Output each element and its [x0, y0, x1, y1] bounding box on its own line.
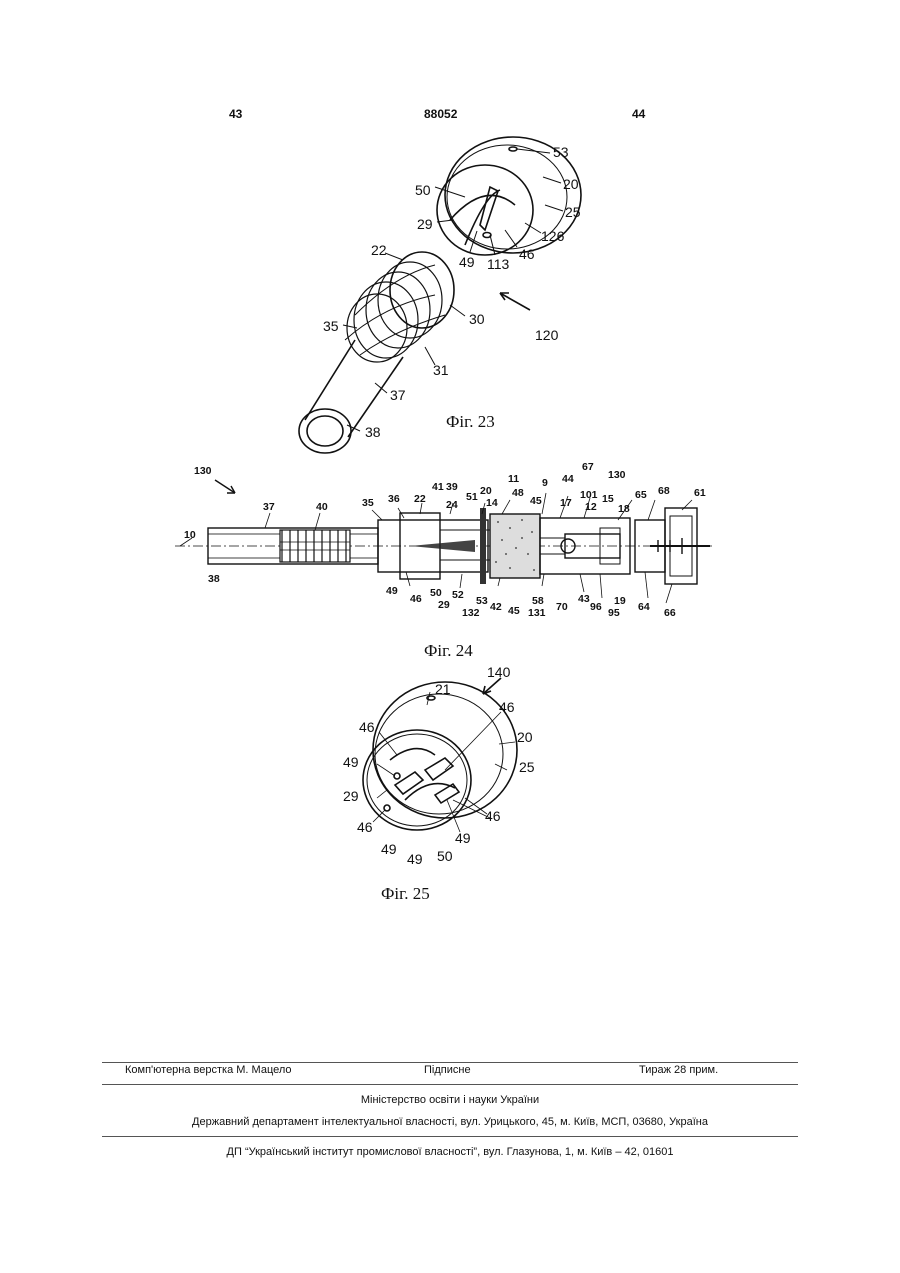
- fig24-label: 12: [585, 501, 597, 513]
- fig25-label: 29: [343, 788, 359, 804]
- fig24-label: 53: [476, 595, 488, 607]
- fig25-label: 21: [435, 681, 451, 697]
- fig23-label: 20: [563, 176, 579, 192]
- fig24-label: 38: [208, 573, 220, 585]
- fig24-label: 36: [388, 493, 400, 505]
- fig25-label: 49: [381, 841, 397, 857]
- fig24-label: 45: [530, 495, 542, 507]
- fig25-label: 46: [485, 808, 501, 824]
- fig24-label: 70: [556, 601, 568, 613]
- fig24-label: 9: [542, 477, 548, 489]
- fig23-label: 53: [553, 144, 569, 160]
- fig25-label: 46: [357, 819, 373, 835]
- figure-25-drawing: 140 21 46 46 20 49 25 29 46 46 49 49 49 …: [335, 660, 545, 880]
- fig23-label: 120: [535, 327, 559, 343]
- fig24-label: 130: [608, 469, 626, 481]
- fig24-label: 22: [414, 493, 426, 505]
- fig23-label: 50: [415, 182, 431, 198]
- fig25-label: 49: [455, 830, 471, 846]
- fig25-label: 46: [499, 699, 515, 715]
- fig24-label: 46: [410, 593, 422, 605]
- fig23-label: 22: [371, 242, 387, 258]
- fig24-label: 64: [638, 601, 650, 613]
- figure-23-drawing: 53 50 20 29 25 126 49 113 46 22 30 120 3…: [285, 125, 595, 455]
- figure-24-drawing: 130 10 37 40 35 36 22 41 39 51 20 14 24 …: [170, 458, 720, 628]
- fig24-label: 50: [430, 587, 442, 599]
- fig24-label: 37: [263, 501, 275, 513]
- fig24-label: 101: [580, 489, 598, 501]
- fig24-label: 24: [446, 499, 458, 511]
- fig25-label: 49: [343, 754, 359, 770]
- fig24-label: 39: [446, 481, 458, 493]
- fig24-label: 61: [694, 487, 706, 499]
- page-number-left: 43: [229, 107, 242, 121]
- fig25-label: 49: [407, 851, 423, 867]
- fig24-label: 49: [386, 585, 398, 597]
- fig23-label: 35: [323, 318, 339, 334]
- footer-typesetter: Комп'ютерна верстка М. Мацело: [125, 1064, 292, 1076]
- fig24-label: 58: [532, 595, 544, 607]
- fig24-label: 42: [490, 601, 502, 613]
- fig24-label: 130: [194, 465, 212, 477]
- fig23-label: 30: [469, 311, 485, 327]
- fig24-label: 18: [618, 503, 630, 515]
- fig24-label: 96: [590, 601, 602, 613]
- fig25-label: 140: [487, 664, 511, 680]
- footer-signed: Підписне: [424, 1064, 471, 1076]
- fig24-label: 35: [362, 497, 374, 509]
- fig24-label: 67: [582, 461, 594, 473]
- fig24-label: 10: [184, 529, 196, 541]
- fig23-label: 38: [365, 424, 381, 440]
- page-number-right: 44: [632, 107, 645, 121]
- fig24-label: 29: [438, 599, 450, 611]
- fig24-label: 19: [614, 595, 626, 607]
- footer-rule-middle: [102, 1084, 798, 1085]
- footer-institute: ДП “Український інститут промислової вла…: [102, 1146, 798, 1158]
- fig24-label: 15: [602, 493, 614, 505]
- fig23-label: 37: [390, 387, 406, 403]
- fig24-label: 40: [316, 501, 328, 513]
- fig23-label: 25: [565, 204, 581, 220]
- fig23-label: 126: [541, 228, 565, 244]
- fig24-label: 43: [578, 593, 590, 605]
- fig24-label: 45: [508, 605, 520, 617]
- fig25-label: 20: [517, 729, 533, 745]
- fig25-label: 25: [519, 759, 535, 775]
- fig24-label: 51: [466, 491, 478, 503]
- footer-rule-bottom: [102, 1136, 798, 1137]
- fig23-label: 29: [417, 216, 433, 232]
- fig23-label: 113: [487, 256, 510, 272]
- fig25-label: 46: [359, 719, 375, 735]
- fig24-label: 66: [664, 607, 676, 619]
- footer-rule-top: [102, 1062, 798, 1063]
- figure-24-caption: Фіг. 24: [424, 641, 473, 661]
- footer-ministry: Міністерство освіти і науки України: [102, 1094, 798, 1106]
- fig24-label: 48: [512, 487, 524, 499]
- footer-department: Державний департамент інтелектуальної вл…: [102, 1116, 798, 1128]
- fig23-label: 31: [433, 362, 449, 378]
- fig24-label: 41: [432, 481, 444, 493]
- fig25-label: 50: [437, 848, 453, 864]
- fig24-label: 95: [608, 607, 620, 619]
- fig24-label: 20: [480, 485, 492, 497]
- figure-25-caption: Фіг. 25: [381, 884, 430, 904]
- fig24-label: 131: [528, 607, 546, 619]
- figure-23-caption: Фіг. 23: [446, 412, 495, 432]
- fig24-label: 68: [658, 485, 670, 497]
- fig24-label: 44: [562, 473, 574, 485]
- fig23-label: 46: [519, 246, 535, 262]
- fig24-label: 132: [462, 607, 480, 619]
- fig24-label: 65: [635, 489, 647, 501]
- fig23-label: 49: [459, 254, 475, 270]
- patent-number: 88052: [424, 107, 457, 121]
- footer-circulation: Тираж 28 прим.: [639, 1064, 718, 1076]
- fig24-label: 52: [452, 589, 464, 601]
- fig24-label: 17: [560, 497, 572, 509]
- fig24-label: 11: [508, 473, 519, 485]
- fig24-label: 14: [486, 497, 498, 509]
